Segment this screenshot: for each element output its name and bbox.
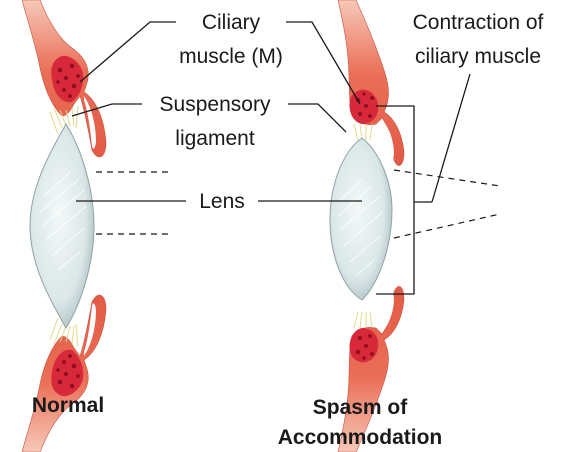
label-suspensory-line1: Suspensory [160,93,271,116]
label-ciliary-muscle-line1: Ciliary [202,11,261,34]
label-lens: Lens [199,190,245,213]
label-ciliary-muscle-line2: muscle (M) [179,45,283,68]
caption-spasm-line1: Spasm of [313,396,409,419]
label-suspensory-line2: ligament [175,127,255,150]
captions: Normal Spasm of Accommodation [32,394,442,449]
normal-eye [22,0,168,452]
caption-normal: Normal [32,394,104,417]
lens-spasm [330,138,392,300]
caption-spasm-line2: Accommodation [278,426,443,449]
label-contraction-line1: Contraction of [413,11,544,34]
label-contraction-line2: ciliary muscle [415,45,541,68]
